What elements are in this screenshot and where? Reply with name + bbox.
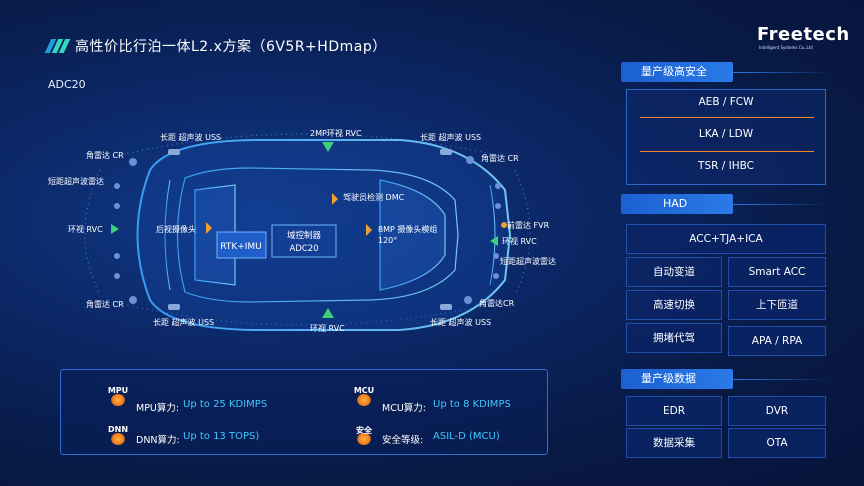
short-uss-marker <box>495 183 501 189</box>
uss-marker <box>440 149 452 155</box>
short-uss-marker <box>114 203 120 209</box>
short-uss-marker <box>495 203 501 209</box>
label-rvc-top: 2MP环视 RVC <box>310 128 362 138</box>
dnn-icon: DNN <box>106 425 130 445</box>
label-cr-bottom-right: 角雷达CR <box>479 298 515 308</box>
section-line <box>733 72 833 73</box>
mpu-icon: MPU <box>106 386 130 406</box>
logo-tagline: Intelligent Systems Co.,Ltd <box>759 45 813 50</box>
short-uss-marker <box>493 273 499 279</box>
label-cr-top-right: 角雷达 CR <box>481 153 519 163</box>
mcu-label: MCU算力: <box>382 403 426 414</box>
safety-box <box>626 89 826 185</box>
had-wide-cell: ACC+TJA+ICA <box>626 224 826 254</box>
label-cr-bottom-left: 角雷达 CR <box>86 299 124 309</box>
short-uss-marker <box>493 253 499 259</box>
sensor-markers <box>111 142 507 318</box>
cr-marker <box>129 158 137 166</box>
label-fvr-module: 8MP 摄像头模组 <box>378 224 437 234</box>
mcu-icon: MCU <box>352 386 376 406</box>
uss-marker <box>168 304 180 310</box>
sensor-arc <box>84 133 531 326</box>
dnn-label: DNN算力: <box>136 435 180 446</box>
short-uss-marker <box>114 183 120 189</box>
label-short-uss-right: 短距超声波雷达 <box>500 256 556 266</box>
label-uss-bottom-right: 长距 超声波 USS <box>430 317 491 327</box>
fvr-marker <box>501 222 507 228</box>
domain-ctrl-model: ADC20 <box>289 244 318 254</box>
had-cell: 自动变道 <box>626 257 722 287</box>
short-uss-marker <box>114 253 120 259</box>
section-tab-data: 量产级数据 <box>621 369 733 389</box>
label-uss-top-right: 长距 超声波 USS <box>420 132 481 142</box>
rvc-marker <box>322 308 334 318</box>
safety-item: TSR / IHBC <box>698 160 754 172</box>
domain-controller-box: 域控制器 ADC20 <box>271 224 337 258</box>
label-rear-cam: 后视摄像头 <box>156 224 196 234</box>
safety-icon: 安全 <box>352 425 376 445</box>
page-title: 高性价比行泊一体L2.x方案（6V5R+HDmap） <box>75 39 387 55</box>
data-cell: DVR <box>728 396 826 426</box>
section-tab-had: HAD <box>621 194 733 214</box>
dmc-marker <box>332 193 338 205</box>
data-cell: EDR <box>626 396 722 426</box>
label-short-uss-left: 短距超声波雷达 <box>48 176 104 186</box>
safety-value: ASIL-D (MCU) <box>433 431 500 442</box>
had-cell: 拥堵代驾 <box>626 323 722 353</box>
fvr-cam-marker <box>366 224 372 236</box>
label-uss-top-left: 长距 超声波 USS <box>160 132 221 142</box>
safety-item: LKA / LDW <box>698 128 754 140</box>
mpu-label: MPU算力: <box>136 403 180 414</box>
label-fvr-angle: 120° <box>378 236 397 245</box>
freetech-logo: Freetech Intelligent Systems Co.,Ltd <box>757 24 850 54</box>
rear-cam-marker <box>206 222 212 234</box>
safety-item: AEB / FCW <box>698 96 754 108</box>
short-uss-marker <box>114 273 120 279</box>
cr-marker <box>464 296 472 304</box>
rvc-marker <box>322 142 334 152</box>
uss-marker <box>440 304 452 310</box>
had-cell: 上下匝道 <box>728 290 826 320</box>
section-line <box>733 204 833 205</box>
safety-label: 安全等级: <box>382 435 424 446</box>
page-subtitle: ADC20 <box>48 78 86 91</box>
title-bar: 高性价比行泊一体L2.x方案（6V5R+HDmap） <box>44 36 387 56</box>
label-rvc-right: 环视 RVC <box>502 236 537 246</box>
dnn-value: Up to 13 TOPS) <box>183 431 260 442</box>
divider <box>640 151 814 152</box>
label-cr-top-left: 角雷达 CR <box>86 150 124 160</box>
cr-marker <box>466 156 474 164</box>
section-tab-safety: 量产级高安全 <box>621 62 733 82</box>
label-fvr: 前雷达 FVR <box>507 220 550 230</box>
rvc-marker <box>490 236 498 246</box>
label-rvc-bottom: 环视 RVC <box>310 323 345 333</box>
label-dmc: 驾驶员检测 DMC <box>343 192 405 202</box>
uss-marker <box>168 149 180 155</box>
divider <box>640 117 814 118</box>
domain-ctrl-label: 域控制器 <box>287 230 322 241</box>
cr-marker <box>129 296 137 304</box>
rvc-marker <box>111 224 119 234</box>
mcu-value: Up to 8 KDIMPS <box>433 399 511 410</box>
compute-metrics-panel: MPU MPU算力: Up to 25 KDIMPS MCU MCU算力: Up… <box>60 369 548 455</box>
label-uss-bottom-left: 长距 超声波 USS <box>153 317 214 327</box>
rtk-label: RTK+IMU <box>220 242 262 252</box>
mpu-value: Up to 25 KDIMPS <box>183 399 268 410</box>
data-cell: 数据采集 <box>626 428 722 458</box>
rtk-imu-box: RTK+IMU <box>216 231 267 259</box>
logo-wordmark: Freetech <box>757 24 850 45</box>
data-cell: OTA <box>728 428 826 458</box>
section-line <box>733 379 833 380</box>
had-cell: APA / RPA <box>728 326 826 356</box>
had-cell: 高速切换 <box>626 290 722 320</box>
had-cell: Smart ACC <box>728 257 826 287</box>
label-rvc-left: 环视 RVC <box>68 224 103 234</box>
